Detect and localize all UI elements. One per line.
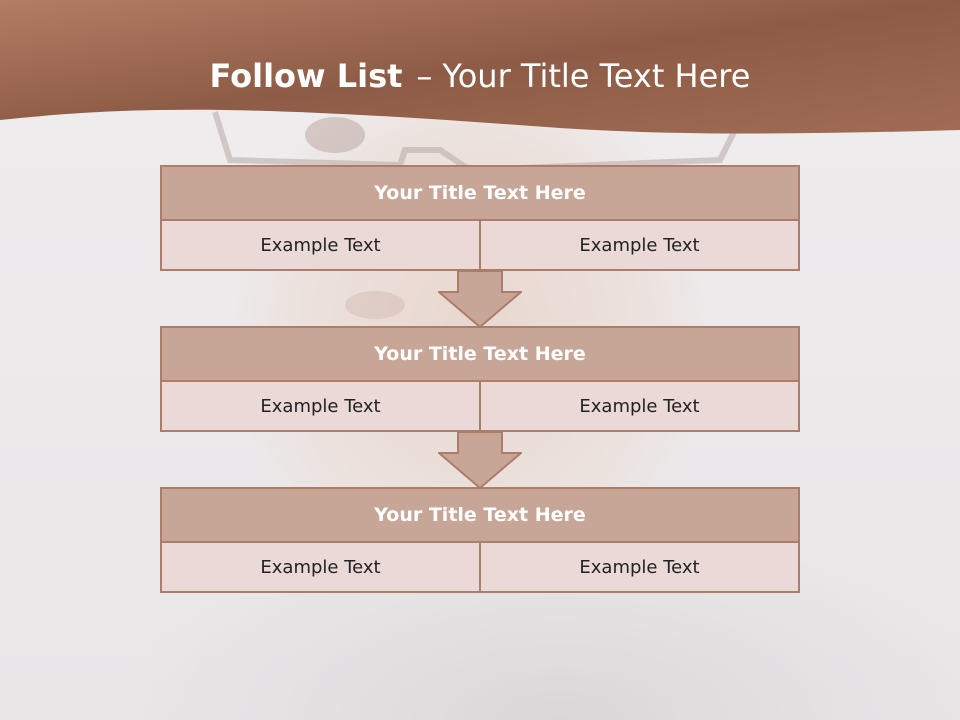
block-cell-right: Example Text: [479, 221, 800, 271]
block-row: Example Text Example Text: [160, 221, 800, 271]
block-title: Your Title Text Here: [160, 326, 800, 382]
title-separator: –: [416, 57, 433, 95]
page-title: Follow List–Your Title Text Here: [0, 56, 960, 96]
list-block-3: Your Title Text Here Example Text Exampl…: [160, 487, 800, 593]
list-block-2: Your Title Text Here Example Text Exampl…: [160, 326, 800, 432]
block-cell-left: Example Text: [160, 382, 481, 432]
title-rest: Your Title Text Here: [442, 57, 751, 95]
block-cell-left: Example Text: [160, 543, 481, 593]
block-cell-right: Example Text: [479, 382, 800, 432]
down-arrow-icon: [438, 270, 522, 328]
block-cell-left: Example Text: [160, 221, 481, 271]
block-row: Example Text Example Text: [160, 382, 800, 432]
down-arrow-icon: [438, 431, 522, 489]
header-wave: [0, 0, 960, 134]
block-row: Example Text Example Text: [160, 543, 800, 593]
block-cell-right: Example Text: [479, 543, 800, 593]
block-title: Your Title Text Here: [160, 165, 800, 221]
slide-header: Follow List–Your Title Text Here: [0, 0, 960, 140]
title-bold: Follow List: [209, 57, 403, 95]
list-block-1: Your Title Text Here Example Text Exampl…: [160, 165, 800, 271]
block-title: Your Title Text Here: [160, 487, 800, 543]
